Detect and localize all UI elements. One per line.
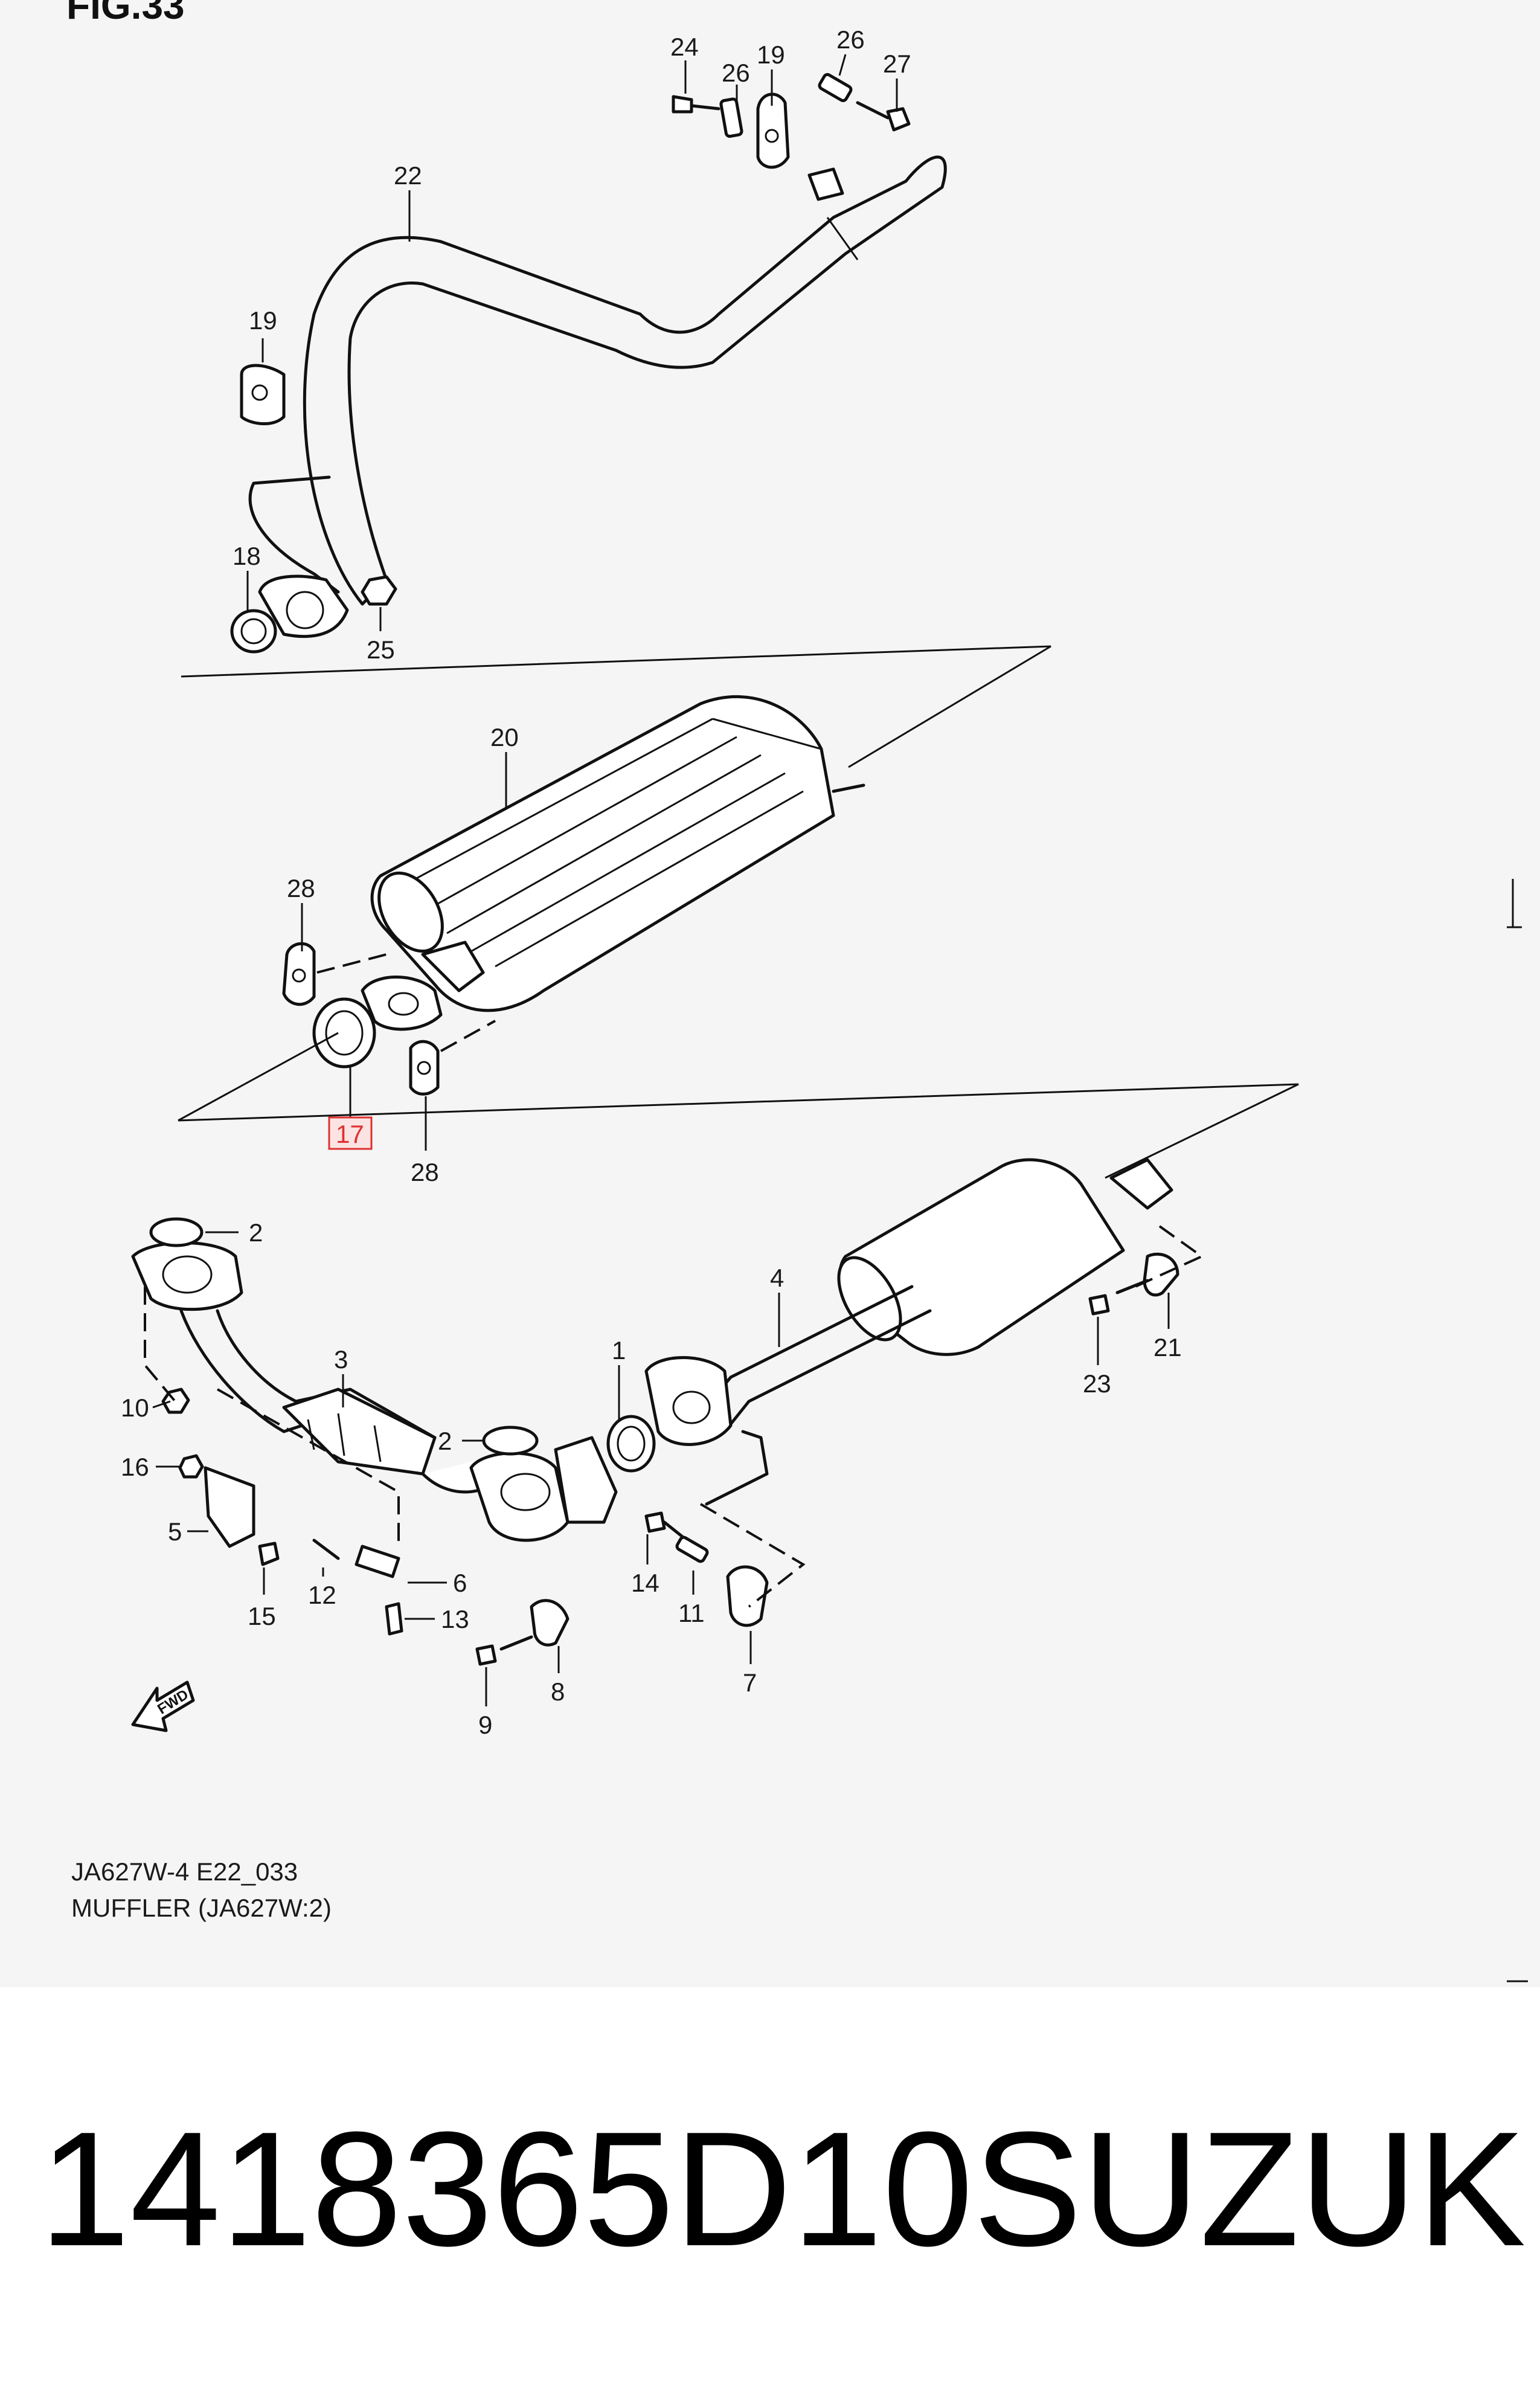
callout-1: 1 [612, 1336, 626, 1365]
mount-7 [726, 1565, 769, 1627]
tail-pipe-22 [248, 155, 947, 606]
callout-10: 10 [121, 1394, 149, 1422]
callout-labels: 24 26 19 26 27 22 19 18 25 20 28 17 28 2… [121, 25, 1182, 1739]
group-divider-2 [178, 1083, 1299, 1179]
hanger-rod [705, 1430, 769, 1506]
callout-19-left: 19 [249, 306, 277, 335]
exhaust-diagram: FWD [121, 25, 1528, 1982]
highlight-box-17 [328, 1116, 373, 1150]
dash-1 [316, 953, 387, 974]
dash-3 [144, 1287, 176, 1403]
flange-front-muffler [644, 1356, 733, 1446]
bolt-13 [385, 1602, 403, 1636]
callout-6: 6 [453, 1569, 467, 1597]
callout-12: 12 [308, 1581, 336, 1609]
brand-name: SUZUKI [973, 2098, 1540, 2280]
fwd-arrow: FWD [131, 1680, 195, 1732]
figure-title: FIG.33 [66, 0, 185, 27]
callout-2-lower: 2 [438, 1427, 452, 1455]
caption-diagram-name: MUFFLER (JA627W:2) [71, 1894, 332, 1922]
bracket-6 [355, 1545, 400, 1578]
front-muffler-4 [699, 1158, 1173, 1433]
leader-lines [152, 54, 1170, 1706]
rear-flange-18 [230, 574, 349, 654]
callout-8: 8 [551, 1677, 565, 1706]
callout-23: 23 [1083, 1369, 1111, 1398]
gasket-1 [606, 1415, 656, 1473]
bolt-14 [644, 1511, 666, 1533]
stud-12 [312, 1538, 340, 1560]
bushing-11 [675, 1535, 709, 1563]
callout-28-upper: 28 [287, 874, 315, 902]
small-parts-left [161, 1387, 403, 1636]
callout-5: 5 [168, 1517, 182, 1546]
callout-16: 16 [121, 1453, 149, 1481]
callout-22: 22 [394, 161, 422, 190]
callout-14: 14 [631, 1569, 659, 1597]
dash-5 [699, 1503, 806, 1608]
spring-8 [530, 1599, 569, 1647]
caption-diagram-code: JA627W-4 E22_033 [71, 1857, 298, 1886]
callout-28-lower: 28 [411, 1158, 439, 1186]
gasket-17 [312, 997, 376, 1069]
mount-28-lower [409, 1040, 440, 1096]
dash-4 [217, 1388, 400, 1546]
mount-28-upper [282, 942, 316, 1006]
callout-19-top: 19 [757, 40, 785, 69]
callout-24: 24 [670, 33, 699, 61]
diagram-panel: FIG.33 [66, 0, 1528, 1982]
group-divider-2b [178, 1032, 339, 1122]
footer-part-line: 1418365D10 SUZUKI [39, 2098, 1540, 2280]
dash-6 [1135, 1225, 1204, 1288]
bolt-15 [258, 1542, 280, 1566]
callout-21: 21 [1153, 1333, 1182, 1362]
callout-4: 4 [770, 1264, 784, 1292]
nut-16 [178, 1454, 204, 1479]
callout-7: 7 [743, 1668, 757, 1697]
group-divider-1 [181, 645, 1051, 768]
bolt-23 [1088, 1294, 1110, 1316]
front-pipe-3 [131, 1217, 618, 1542]
center-muffler-20 [370, 695, 865, 1012]
center-flange [361, 976, 443, 1031]
callout-26-b: 26 [836, 25, 865, 54]
callout-25: 25 [367, 635, 395, 664]
edge-mark [1507, 879, 1522, 928]
mount-19-left [240, 364, 286, 426]
callout-27: 27 [883, 50, 911, 78]
bolts-top [672, 72, 911, 138]
small-parts-right [475, 1252, 1179, 1666]
callout-26-a: 26 [722, 59, 750, 87]
callout-3: 3 [334, 1345, 348, 1374]
dash-2 [440, 1020, 496, 1052]
callout-11: 11 [678, 1599, 705, 1627]
gasket-2-lower [482, 1426, 539, 1456]
part-number: 1418365D10 [39, 2098, 974, 2280]
callout-9: 9 [478, 1711, 492, 1739]
callout-13: 13 [441, 1605, 469, 1633]
callout-17: 17 [336, 1120, 364, 1148]
callout-2-upper: 2 [249, 1218, 263, 1247]
callout-20: 20 [490, 723, 519, 751]
callout-15: 15 [248, 1602, 276, 1630]
callout-18: 18 [233, 542, 261, 570]
nut-25 [361, 575, 397, 606]
bolt-9 [475, 1644, 497, 1666]
bracket-5 [204, 1466, 255, 1548]
mount-19-top [756, 92, 790, 169]
